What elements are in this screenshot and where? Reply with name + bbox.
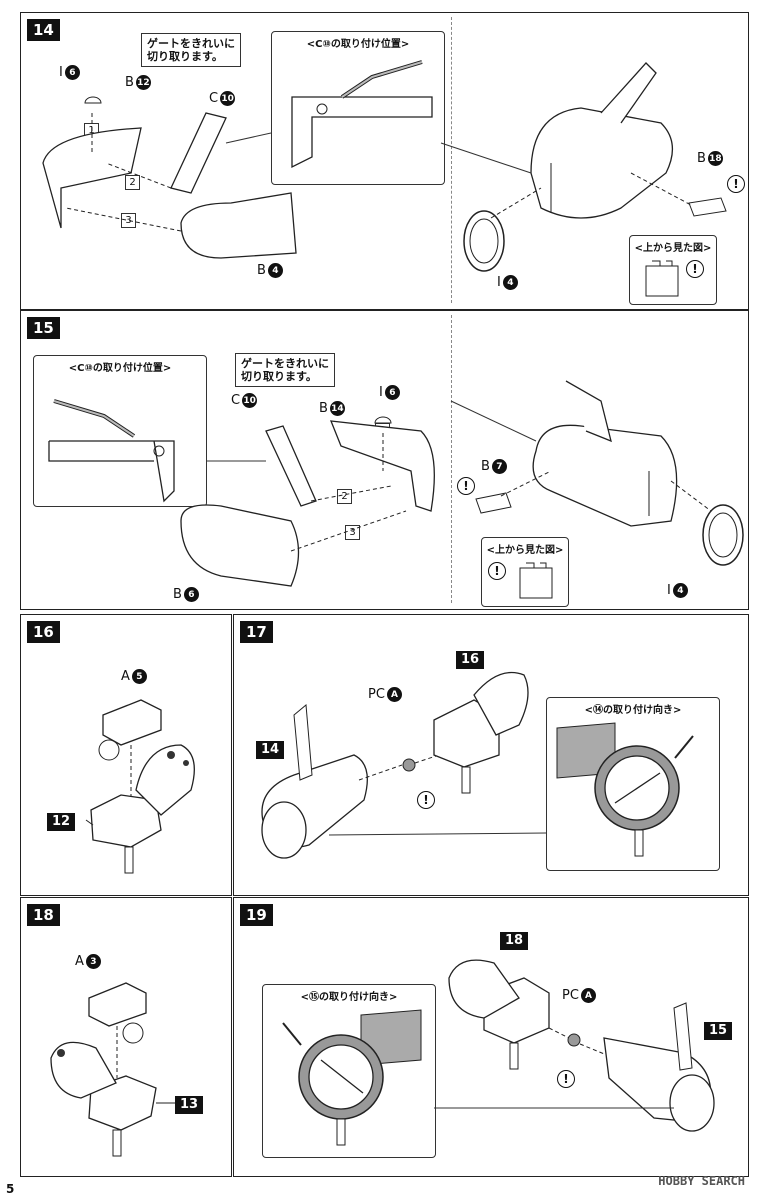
upper-view-inset: <上から見た図> ! (481, 537, 569, 607)
warning-icon: ! (557, 1070, 575, 1088)
ref-step-13: 13 (175, 1096, 204, 1114)
part-number: 4 (267, 263, 283, 278)
attach-position-inset: <C⑩の取り付け位置> (271, 31, 445, 185)
order-3: 3 (121, 213, 136, 228)
step-18-panel: 18 A 3 13 (20, 897, 232, 1177)
upper-view-inset: <上から見た図> ! (629, 235, 717, 305)
step-number: 16 (27, 621, 60, 643)
panel-divider (451, 17, 452, 303)
order-3: 3 (345, 525, 360, 540)
part-number: 6 (183, 587, 199, 602)
pc-part-label: PC A (368, 687, 402, 702)
step-number: 19 (240, 904, 273, 926)
part-label-a3: A 3 (75, 954, 101, 969)
part-number: 12 (135, 75, 151, 90)
part-label-b7: B 7 (481, 459, 507, 474)
part-label-i6: I 6 (379, 385, 400, 400)
step-14-panel: 14 ゲートをきれいに 切り取ります。 <C⑩の取り付け位置> I 6 B 12… (20, 12, 749, 310)
ref-step-12: 12 (47, 813, 76, 831)
ref-step-16: 16 (456, 651, 485, 669)
warning-icon: ! (457, 477, 475, 495)
part-number: 10 (220, 91, 236, 106)
step-15-panel: 15 <C⑩の取り付け位置> ゲートをきれいに 切り取ります。 C 10 B 1… (20, 310, 749, 610)
step16-parts-drawing (85, 699, 195, 874)
pc-part-label: PC A (562, 988, 596, 1003)
part-number: 18 (707, 151, 723, 166)
part-label-i6: I 6 (59, 65, 80, 80)
attach-position-inset: <C⑩の取り付け位置> (33, 355, 207, 507)
step18-parts-drawing (50, 982, 175, 1157)
step19-parts-drawing (434, 959, 715, 1132)
c10-position-drawing (48, 399, 175, 503)
part-label-b14: B 14 (319, 401, 345, 416)
part-label-a5: A 5 (121, 669, 147, 684)
gate-note: ゲートをきれいに 切り取ります。 (141, 33, 241, 67)
upper-view-title: <上から見た図> (634, 243, 712, 254)
part-label-b12: B 12 (125, 75, 151, 90)
gate-note-line1: ゲートをきれいに (241, 357, 329, 370)
order-2: 2 (337, 489, 352, 504)
part-label-b4: B 4 (257, 263, 283, 278)
inset-title: <C⑩の取り付け位置> (306, 39, 410, 50)
part-number: 14 (329, 401, 345, 416)
step-16-panel: 16 A 5 12 (20, 614, 232, 896)
order-2: 2 (125, 175, 140, 190)
mount-orientation-drawing (556, 722, 694, 857)
part-number: 5 (131, 669, 147, 684)
gate-note: ゲートをきれいに 切り取ります。 (235, 353, 335, 387)
upper-view-drawing (645, 260, 679, 297)
part-label-i4: I 4 (497, 275, 518, 290)
part-number: 4 (502, 275, 518, 290)
step-number: 17 (240, 621, 273, 643)
panel-divider (451, 315, 452, 603)
part-number: 3 (85, 954, 101, 969)
gate-note-line2: 切り取ります。 (241, 370, 317, 383)
part-label-b18: B 18 (697, 151, 723, 166)
part-label-c10: C 10 (209, 91, 236, 106)
upper-view-title: <上から見た図> (486, 545, 564, 556)
ref-step-14: 14 (256, 741, 285, 759)
part-number: 6 (384, 385, 400, 400)
watermark: HOBBY SEARCH (658, 1174, 745, 1188)
part-label-i4: I 4 (667, 583, 688, 598)
part-number: 4 (672, 583, 688, 598)
step-number: 18 (27, 904, 60, 926)
step15-parts-drawing (180, 380, 744, 587)
part-number: 10 (242, 393, 258, 408)
inset-title: <⑮の取り付け向き> (300, 992, 398, 1003)
gate-note-line1: ゲートをきれいに (147, 37, 235, 50)
part-label-b6: B 6 (173, 587, 199, 602)
warning-icon: ! (488, 562, 506, 580)
mount-orientation-inset: <⑮の取り付け向き> (262, 984, 436, 1158)
inset-title: <C⑩の取り付け位置> (68, 363, 172, 374)
part-number: A (580, 988, 596, 1003)
step-17-panel: 17 16 14 PC A ! <⑭の取り付け向き> (233, 614, 749, 896)
warning-icon: ! (727, 175, 745, 193)
part-number: 7 (491, 459, 507, 474)
part-number: A (386, 687, 402, 702)
part-number: 6 (64, 65, 80, 80)
warning-icon: ! (417, 791, 435, 809)
mount-orientation-drawing (282, 1009, 422, 1146)
step17-parts-drawing (261, 671, 547, 859)
ref-step-15: 15 (704, 1022, 733, 1040)
step-number: 14 (27, 19, 60, 41)
step-19-panel: 19 18 15 PC A <⑮の取り付け向き> ! (233, 897, 749, 1177)
upper-view-drawing (519, 562, 553, 599)
c10-position-drawing (291, 60, 433, 169)
page-number: 5 (6, 1182, 15, 1196)
part-label-c10: C 10 (231, 393, 258, 408)
step14-parts-drawing (42, 62, 727, 272)
step-number: 15 (27, 317, 60, 339)
gate-note-line2: 切り取ります。 (147, 50, 223, 63)
ref-step-18: 18 (500, 932, 529, 950)
mount-orientation-inset: <⑭の取り付け向き> (546, 697, 720, 871)
inset-title: <⑭の取り付け向き> (584, 705, 682, 716)
warning-icon: ! (686, 260, 704, 278)
